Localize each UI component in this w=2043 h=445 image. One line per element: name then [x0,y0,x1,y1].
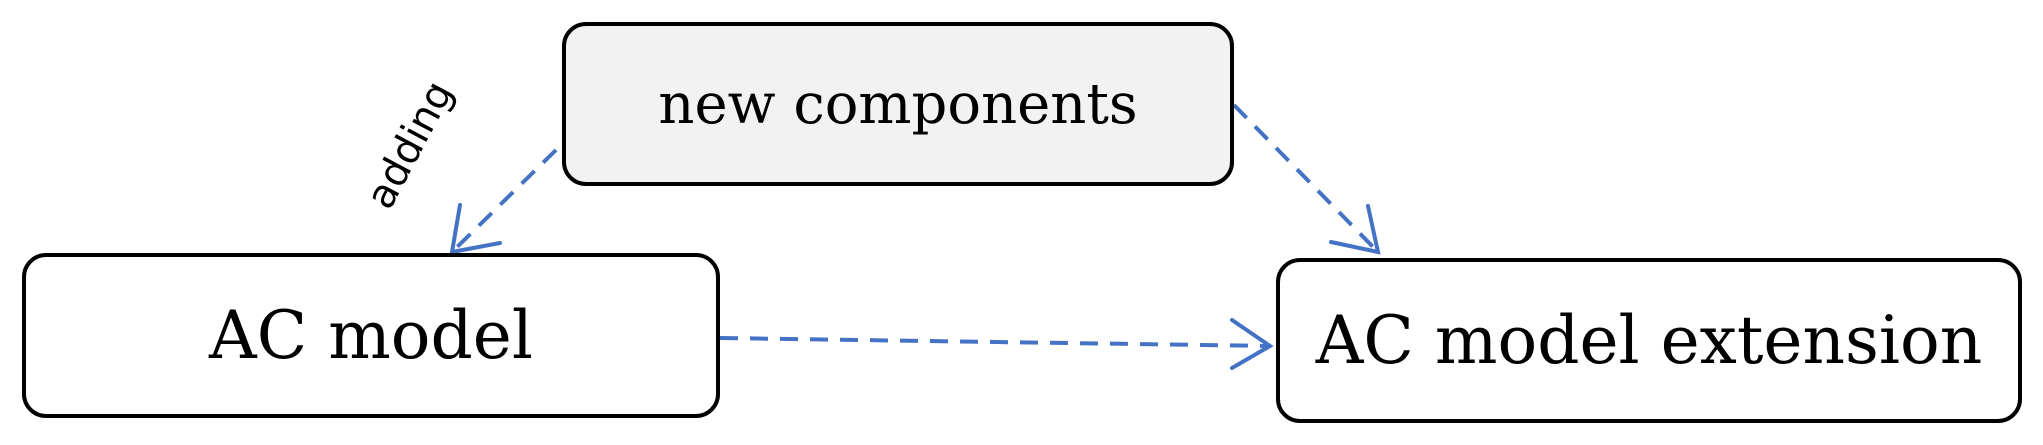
edge-new-to-extension-line [1232,103,1380,254]
edge-adding-line [450,148,558,254]
node-new-components: new components [562,22,1234,186]
arrowhead-to-extension-top-icon [1329,204,1381,255]
edge-ac-to-extension-line [719,336,1271,348]
node-ac-model-extension-label: AC model extension [1315,302,1983,379]
node-ac-model-label: AC model [209,297,533,374]
arrowhead-to-ac-model-icon [449,203,502,255]
arrowhead-to-extension-left-icon [1230,318,1274,370]
node-new-components-label: new components [658,71,1138,137]
node-ac-model-extension: AC model extension [1276,258,2022,423]
node-ac-model: AC model [22,253,720,418]
